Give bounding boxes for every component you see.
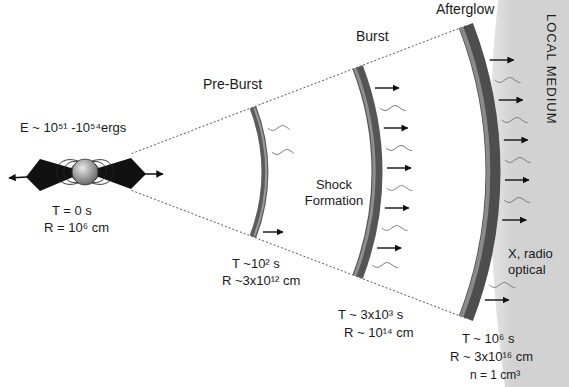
- photon-wiggle: [380, 106, 406, 111]
- outflow-arrow: [385, 207, 409, 208]
- pre-burst-shell: [253, 108, 265, 237]
- outflow-arrow: [504, 139, 528, 140]
- time-label: T ~ 10⁶ s: [462, 331, 514, 347]
- density-label: n = 1 cm³: [470, 368, 520, 382]
- photon-wiggle: [505, 158, 531, 163]
- radius-label: R ~3x10¹² cm: [222, 273, 300, 289]
- outflow-arrow: [502, 219, 526, 220]
- time-label: T = 0 s: [52, 203, 92, 219]
- photon-wiggle: [495, 78, 521, 83]
- central-engine: [72, 159, 98, 185]
- outflow-arrow: [485, 299, 509, 300]
- emission-label: X, radio optical: [508, 246, 566, 277]
- outflow-arrow: [505, 179, 529, 180]
- time-label: T ~ 3x10³ s: [338, 307, 403, 323]
- radiation: [263, 60, 531, 300]
- magnetic-field: [57, 160, 114, 185]
- region-label: LOCAL MEDIUM: [543, 14, 559, 124]
- shell-highlight: [355, 69, 374, 276]
- radius-label: R = 10⁶ cm: [44, 220, 109, 236]
- stage-label: Afterglow: [436, 1, 494, 18]
- outflow-arrow: [375, 87, 399, 88]
- outflow-arrow: [384, 127, 408, 128]
- photon-wiggle: [489, 283, 515, 288]
- photon-wiggle: [372, 263, 398, 268]
- radius-label: R ~ 10¹⁴ cm: [344, 325, 414, 341]
- outflow-arrow: [387, 167, 411, 168]
- outflow-arrow: [377, 247, 401, 248]
- local-medium-region: [489, 0, 569, 387]
- outflow-arrow: [263, 231, 283, 232]
- stage-label: Pre-Burst: [203, 76, 262, 93]
- photon-wiggle: [386, 146, 412, 151]
- stage-label: Burst: [356, 28, 389, 45]
- jet-arrow: [9, 177, 27, 178]
- photon-wiggle: [268, 126, 290, 131]
- shell-highlight: [462, 28, 489, 317]
- outflow-arrow: [499, 99, 523, 100]
- outflow-arrow: [490, 59, 514, 60]
- photon-wiggle: [504, 198, 530, 203]
- cone-line: [132, 26, 466, 154]
- radius-label: R ~ 3x10¹⁶ cm: [450, 349, 533, 365]
- process-label: Shock Formation: [299, 177, 369, 208]
- photon-wiggle: [272, 150, 294, 155]
- photon-wiggle: [387, 186, 413, 191]
- photon-wiggle: [502, 118, 528, 123]
- energy-label: E ~ 10⁵¹ -10⁵⁴ergs: [20, 120, 126, 136]
- time-label: T ~10² s: [232, 256, 280, 272]
- cone-line: [132, 190, 466, 318]
- jet-arrow: [145, 173, 163, 175]
- shell-highlight: [255, 108, 267, 235]
- photon-wiggle: [382, 226, 408, 231]
